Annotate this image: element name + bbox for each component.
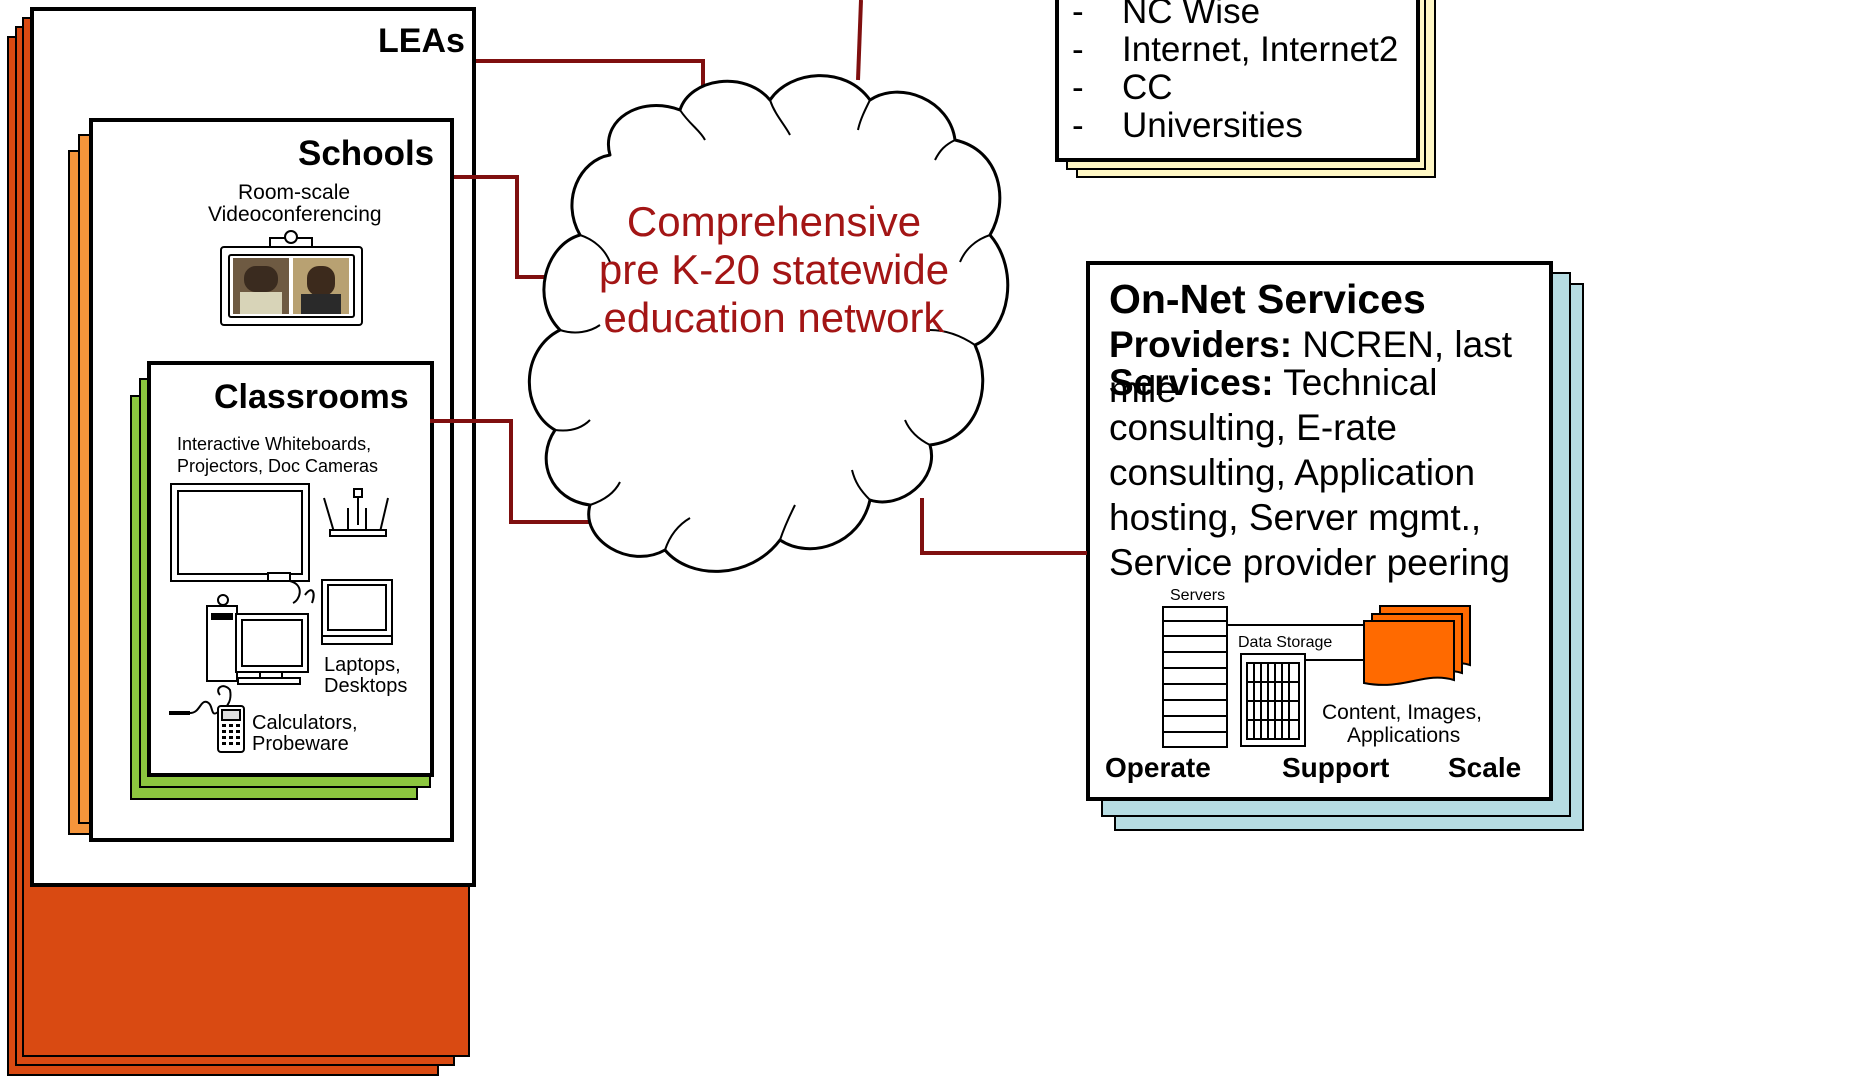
bullet-dash: -	[1072, 68, 1084, 107]
servers-label: Servers	[1170, 587, 1226, 604]
leas-title: LEAs	[378, 22, 465, 60]
laptops-line2: Desktops	[324, 675, 408, 697]
connector-classrooms	[430, 419, 595, 524]
item-text: Internet, Internet2	[1122, 30, 1399, 69]
cloud-inner-arcs	[554, 99, 991, 551]
cloud-text-line1: Comprehensive	[626, 198, 922, 245]
item-text: Universities	[1122, 106, 1303, 145]
classrooms-title: Classrooms	[214, 378, 409, 416]
onnet-providers: Providers: NCREN, last mile	[1109, 322, 1549, 412]
probe-icon	[169, 685, 232, 715]
data-storage-icon	[1227, 624, 1365, 747]
topright-item: -Internet, Internet2	[1072, 27, 1398, 72]
item-text: CC	[1122, 68, 1173, 107]
calculators-line2: Probeware	[252, 733, 349, 755]
projector-icon	[323, 488, 389, 537]
connector-onnet	[920, 498, 1087, 555]
whiteboards-line1: Interactive Whiteboards,	[177, 434, 372, 454]
connector-topright	[856, 0, 863, 81]
whiteboards-line2: Projectors, Doc Cameras	[177, 456, 379, 476]
laptop-icon	[321, 579, 393, 645]
data-storage-label: Data Storage	[1238, 634, 1333, 651]
cloud-text-line2: pre K-20 statewide	[598, 246, 950, 293]
whiteboard-icon	[170, 483, 315, 604]
bullet-dash: -	[1072, 106, 1084, 145]
laptops-line1: Laptops,	[324, 654, 401, 676]
onnet-title: On-Net Services	[1109, 276, 1426, 322]
item-text: NC Wise	[1122, 0, 1261, 31]
videoconference-camera-icon	[269, 230, 313, 249]
desktop-computer-icon	[206, 594, 309, 685]
content-line1: Content, Images,	[1322, 701, 1482, 724]
bullet-dash: -	[1072, 0, 1084, 31]
connector-schools	[454, 175, 565, 279]
video-label-line1: Room-scale	[238, 181, 351, 204]
video-screen-icon	[220, 246, 363, 326]
calculators-line1: Calculators,	[252, 712, 358, 734]
topright-item: -Universities	[1072, 103, 1303, 148]
footer-scale: Scale	[1448, 752, 1522, 783]
schools-title: Schools	[298, 134, 435, 173]
bullet-dash: -	[1072, 30, 1084, 69]
footer-support: Support	[1282, 752, 1390, 783]
providers-label: Providers:	[1109, 324, 1293, 365]
cloud-text-line3: education network	[603, 294, 945, 341]
graphing-calculator-icon	[217, 705, 245, 753]
onnet-services: Services: Technical consulting, E-rate c…	[1109, 360, 1549, 585]
content-line2: Applications	[1347, 724, 1461, 747]
services-text: Technical consulting, E-rate consulting,…	[1109, 362, 1511, 583]
topright-item: -CC	[1072, 65, 1173, 110]
server-rack-icon	[1162, 606, 1228, 748]
network-cloud	[527, 74, 1010, 573]
document-stack-icon	[1363, 605, 1471, 686]
footer-operate: Operate	[1105, 752, 1211, 783]
video-label-line2: Videoconferencing	[208, 203, 382, 226]
topright-card	[1055, 0, 1420, 162]
providers-text: NCREN, last mile	[1109, 324, 1512, 410]
services-label: Services:	[1109, 362, 1274, 403]
topright-item: - NC Wise	[1072, 0, 1260, 34]
